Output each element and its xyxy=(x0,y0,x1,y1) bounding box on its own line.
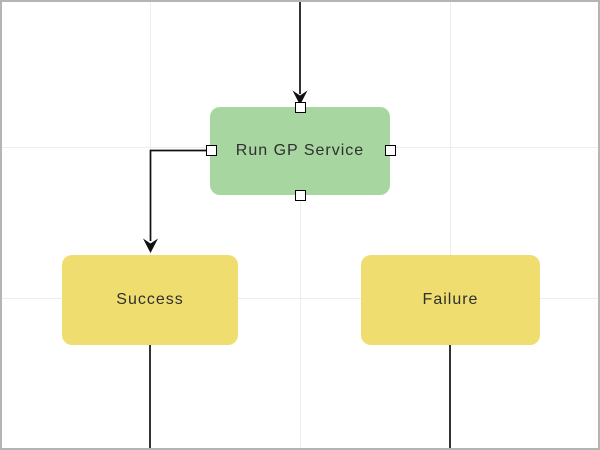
node-label: Success xyxy=(116,291,184,308)
arrowhead-icon xyxy=(292,90,308,105)
grid-line-vertical xyxy=(300,0,301,450)
node-label: Run GP Service xyxy=(235,142,365,159)
connector-into-run-gp-service[interactable] xyxy=(292,0,308,105)
node-failure[interactable]: Failure xyxy=(361,255,540,345)
resize-handle-top[interactable] xyxy=(294,101,306,113)
node-label: Failure xyxy=(422,291,479,308)
node-success[interactable]: Success xyxy=(62,255,238,345)
grid-line-vertical xyxy=(450,0,451,450)
resize-handle-left[interactable] xyxy=(205,145,217,156)
arrowhead-icon xyxy=(143,238,158,253)
resize-handle-right[interactable] xyxy=(384,145,396,156)
node-run-gp-service[interactable]: Run GP Service xyxy=(210,107,390,195)
resize-handle-bottom[interactable] xyxy=(294,189,306,201)
connector-run-gp-service-to-success[interactable] xyxy=(143,149,212,254)
grid-line-horizontal xyxy=(0,298,600,299)
connector-line[interactable] xyxy=(149,149,212,242)
